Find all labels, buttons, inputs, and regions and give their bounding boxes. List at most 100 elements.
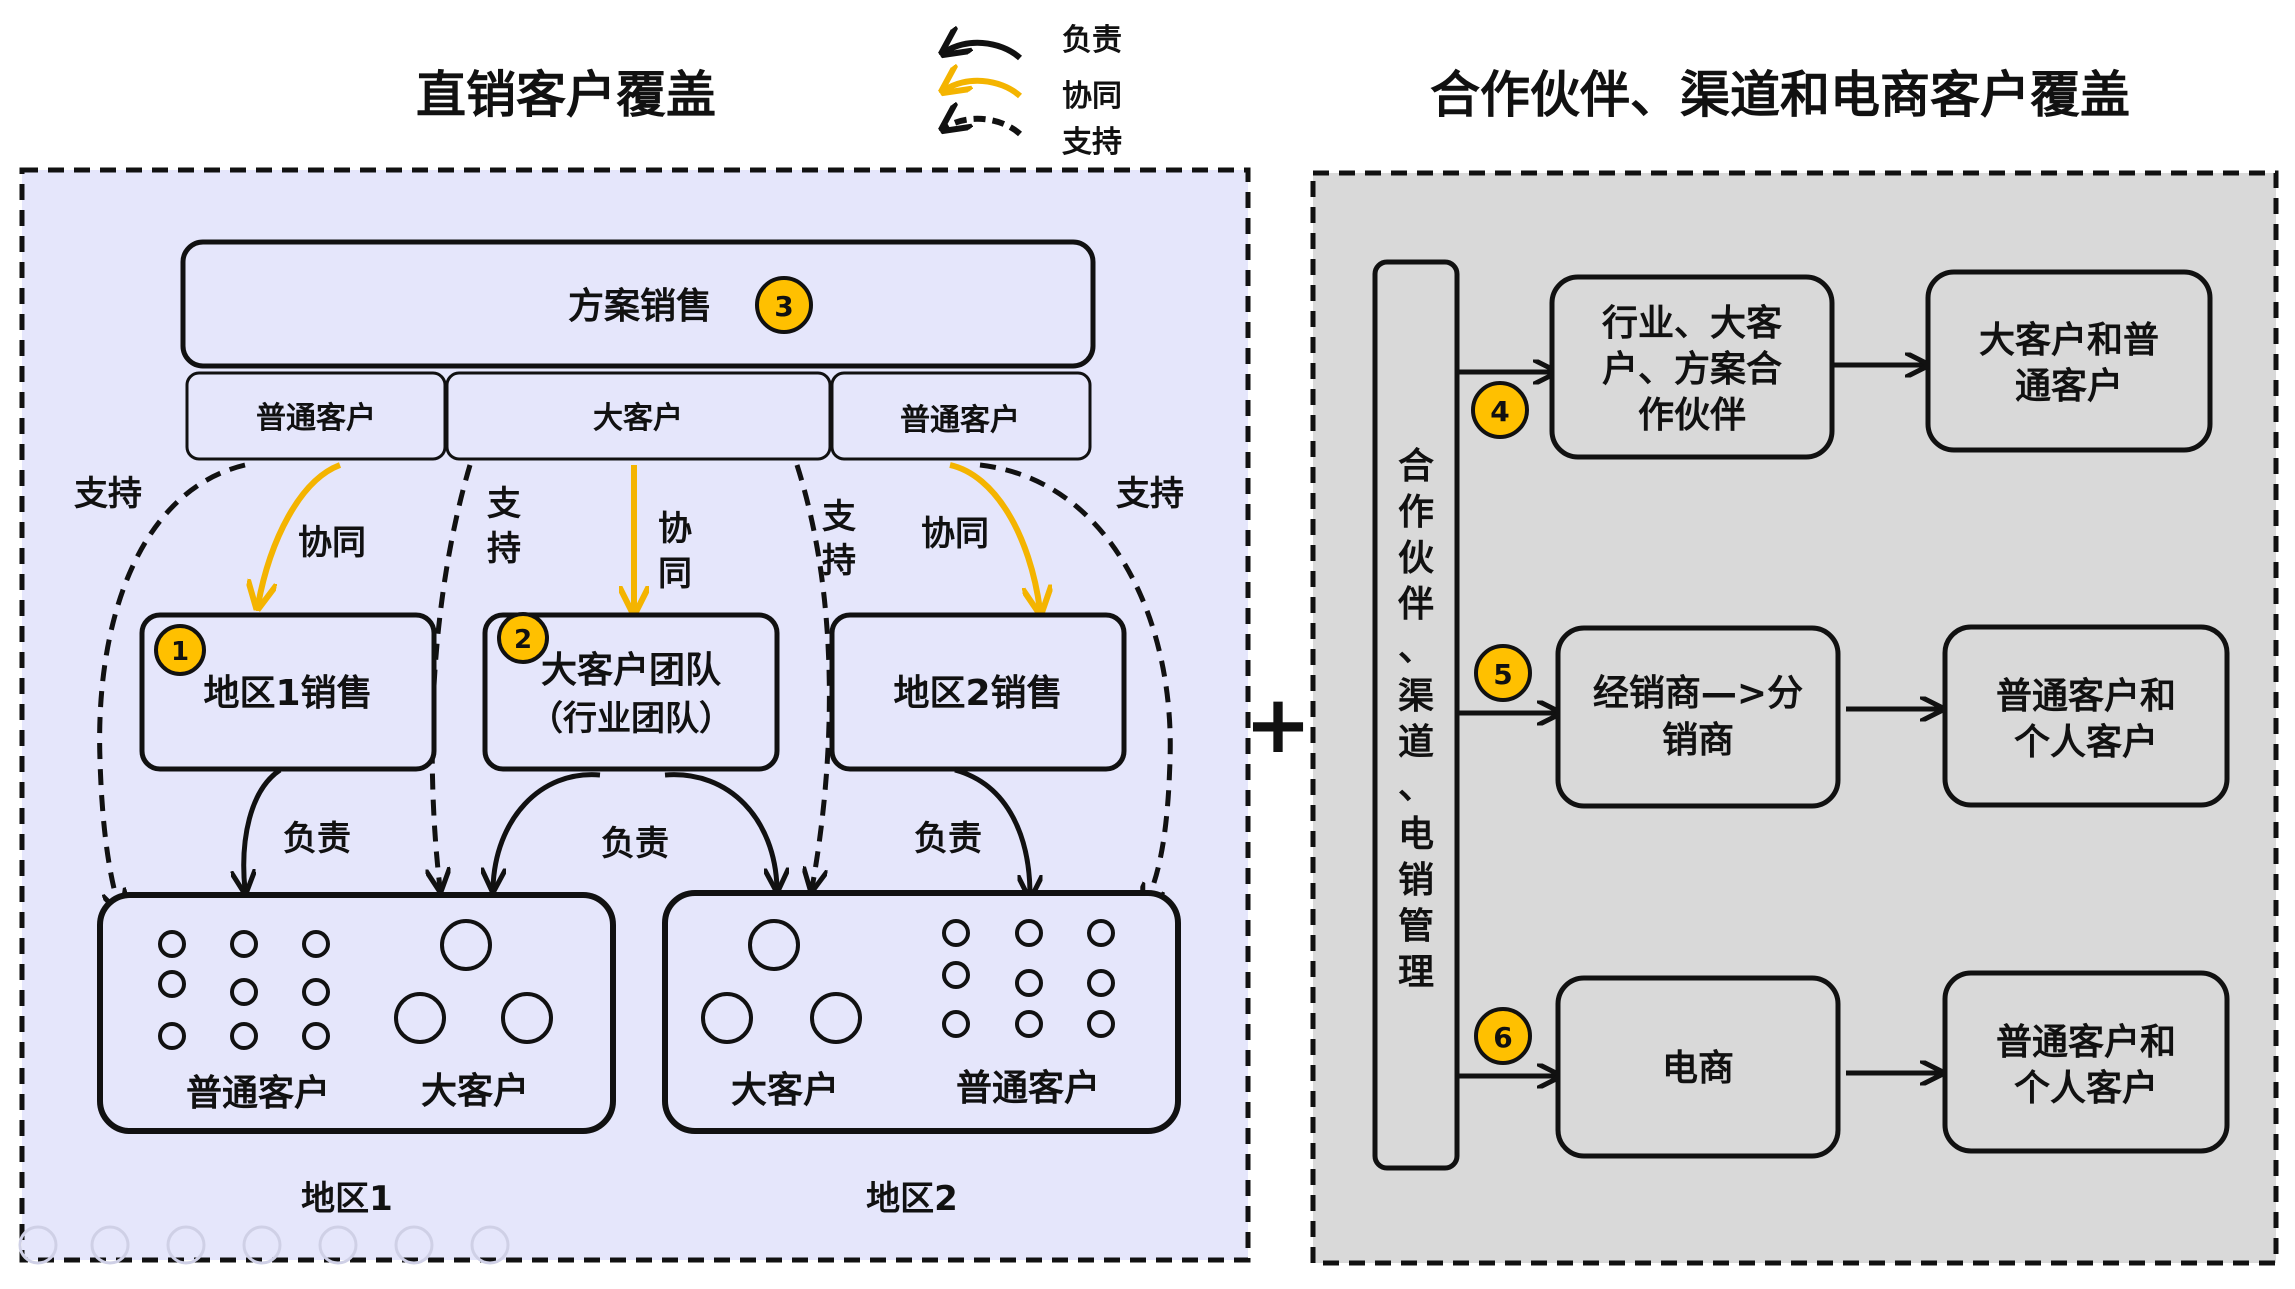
legend-responsible-arrow xyxy=(945,43,1023,61)
segment-key-label: 大客户 xyxy=(593,401,683,436)
support-arrow-inner-right xyxy=(794,464,832,888)
row4-target-box xyxy=(1925,269,2213,453)
pen-icon xyxy=(166,1225,206,1265)
row6-target-line2: 个人客户 xyxy=(2014,1068,2158,1109)
region2-normal-label: 普通客户 xyxy=(956,1068,1100,1109)
support-label-right: 支持 xyxy=(1116,474,1184,514)
svg-text:作: 作 xyxy=(1398,492,1434,533)
screen-icon xyxy=(394,1225,434,1265)
row6-channel-line1: 电商 xyxy=(1662,1048,1734,1089)
badge-2 xyxy=(497,612,549,664)
svg-text:、: 、 xyxy=(1398,628,1434,669)
svg-text:伴: 伴 xyxy=(1397,584,1434,625)
collab-label-key-2: 同 xyxy=(658,554,692,594)
badge-5-label: 5 xyxy=(1493,658,1512,691)
legend-support-arrow xyxy=(945,119,1023,137)
svg-text:渠: 渠 xyxy=(1398,676,1434,717)
badge-4-label: 4 xyxy=(1490,395,1509,428)
row4-target-line1: 大客户和普 xyxy=(1979,320,2159,361)
svg-text:、: 、 xyxy=(1398,766,1434,807)
segment-normal-left xyxy=(185,371,447,461)
segment-normal-left-label: 普通客户 xyxy=(256,401,376,436)
region1-key-label: 大客户 xyxy=(421,1071,529,1112)
row5-target-box xyxy=(1942,624,2230,808)
copy-icon xyxy=(242,1225,282,1265)
resp-label-region1: 负责 xyxy=(283,819,351,859)
badge-6 xyxy=(1474,1007,1532,1065)
management-bar-label: 合 作 伙 伴 、 渠 道 、 电 销 管 理 xyxy=(1397,446,1434,993)
team-region2-label: 地区2销售 xyxy=(893,673,1062,714)
resp-arrow-region1 xyxy=(244,767,282,890)
support-label-inner-right-2: 持 xyxy=(822,541,856,581)
resp-label-region2: 负责 xyxy=(914,819,982,859)
resp-arrow-region2 xyxy=(954,767,1030,895)
team-key-label-1: 大客户团队 xyxy=(541,650,722,691)
region2-normal-customer-dots xyxy=(942,919,1115,1038)
collab-arrow-region1 xyxy=(258,462,342,605)
legend-collaborate-label: 协同 xyxy=(1062,79,1122,114)
badge-2-label: 2 xyxy=(514,625,532,655)
svg-text:电: 电 xyxy=(1398,814,1434,855)
row6-target-box xyxy=(1942,970,2230,1154)
pointer-icon xyxy=(318,1225,358,1265)
segment-normal-right-label: 普通客户 xyxy=(900,403,1020,438)
legend-responsible-label: 负责 xyxy=(1062,23,1122,58)
collab-arrow-region2 xyxy=(949,462,1040,610)
team-region2-box xyxy=(829,612,1127,772)
legend: 负责 协同 支持 xyxy=(945,23,1122,160)
segment-normal-right xyxy=(830,371,1092,461)
svg-text:合: 合 xyxy=(1398,446,1434,487)
solution-sales-label: 方案销售 xyxy=(568,286,712,327)
row4-channel-line3: 作伙伴 xyxy=(1638,395,1746,436)
region1-customers-box xyxy=(97,892,616,1134)
badge-5 xyxy=(1474,644,1532,702)
segment-key xyxy=(445,371,832,461)
play-icon xyxy=(90,1225,130,1265)
row4-channel-line2: 户、方案合 xyxy=(1602,349,1782,390)
svg-text:道: 道 xyxy=(1398,722,1434,763)
team-key-box xyxy=(482,612,780,772)
support-label-inner-right-1: 支 xyxy=(822,497,856,537)
row4-target-line2: 通客户 xyxy=(2015,366,2123,407)
team-region1-box xyxy=(139,612,437,772)
row5-target-line1: 普通客户和 xyxy=(1996,676,2176,717)
left-title: 直销客户覆盖 xyxy=(416,66,716,124)
badge-1 xyxy=(154,624,206,676)
resp-label-key: 负责 xyxy=(601,824,669,864)
team-region1-label: 地区1销售 xyxy=(203,673,372,714)
row5-channel-line1: 经销商—>分 xyxy=(1593,673,1803,714)
svg-text:理: 理 xyxy=(1398,952,1434,993)
badge-1-label: 1 xyxy=(171,637,189,667)
row6-channel-box xyxy=(1555,975,1841,1159)
team-key-label-2: （行业团队） xyxy=(529,699,733,739)
support-arrow-outer-right xyxy=(979,462,1173,905)
row6-target-line1: 普通客户和 xyxy=(1996,1022,2176,1063)
resp-arrow-key-right xyxy=(664,772,777,888)
region1-normal-customer-dots xyxy=(158,930,330,1050)
legend-support-label: 支持 xyxy=(1062,125,1122,160)
plus-sign: + xyxy=(1244,678,1311,771)
badge-4 xyxy=(1471,381,1529,439)
svg-text:伙: 伙 xyxy=(1398,538,1434,579)
collab-label-key-1: 协 xyxy=(658,509,692,549)
collab-label-right: 协同 xyxy=(921,514,989,554)
region2-key-customer-circles xyxy=(701,919,862,1044)
region1-caption: 地区1 xyxy=(301,1179,393,1219)
region2-caption: 地区2 xyxy=(866,1179,958,1219)
region2-key-label: 大客户 xyxy=(731,1070,839,1111)
region2-customers-box xyxy=(662,890,1181,1134)
row5-target-line2: 个人客户 xyxy=(2014,722,2158,763)
badge-6-label: 6 xyxy=(1493,1021,1512,1054)
badge-3 xyxy=(755,276,813,334)
region1-key-customer-circles xyxy=(394,919,553,1044)
region1-normal-label: 普通客户 xyxy=(186,1073,330,1114)
solution-sales-box xyxy=(180,239,1096,369)
row4-channel-line1: 行业、大客 xyxy=(1602,303,1782,344)
support-arrow-outer-left xyxy=(97,462,246,910)
support-label-inner-left-2: 持 xyxy=(487,529,521,569)
prev-icon xyxy=(18,1225,58,1265)
row5-channel-box xyxy=(1555,625,1841,809)
resp-arrow-key-left xyxy=(493,772,601,888)
support-label-left: 支持 xyxy=(74,474,142,514)
